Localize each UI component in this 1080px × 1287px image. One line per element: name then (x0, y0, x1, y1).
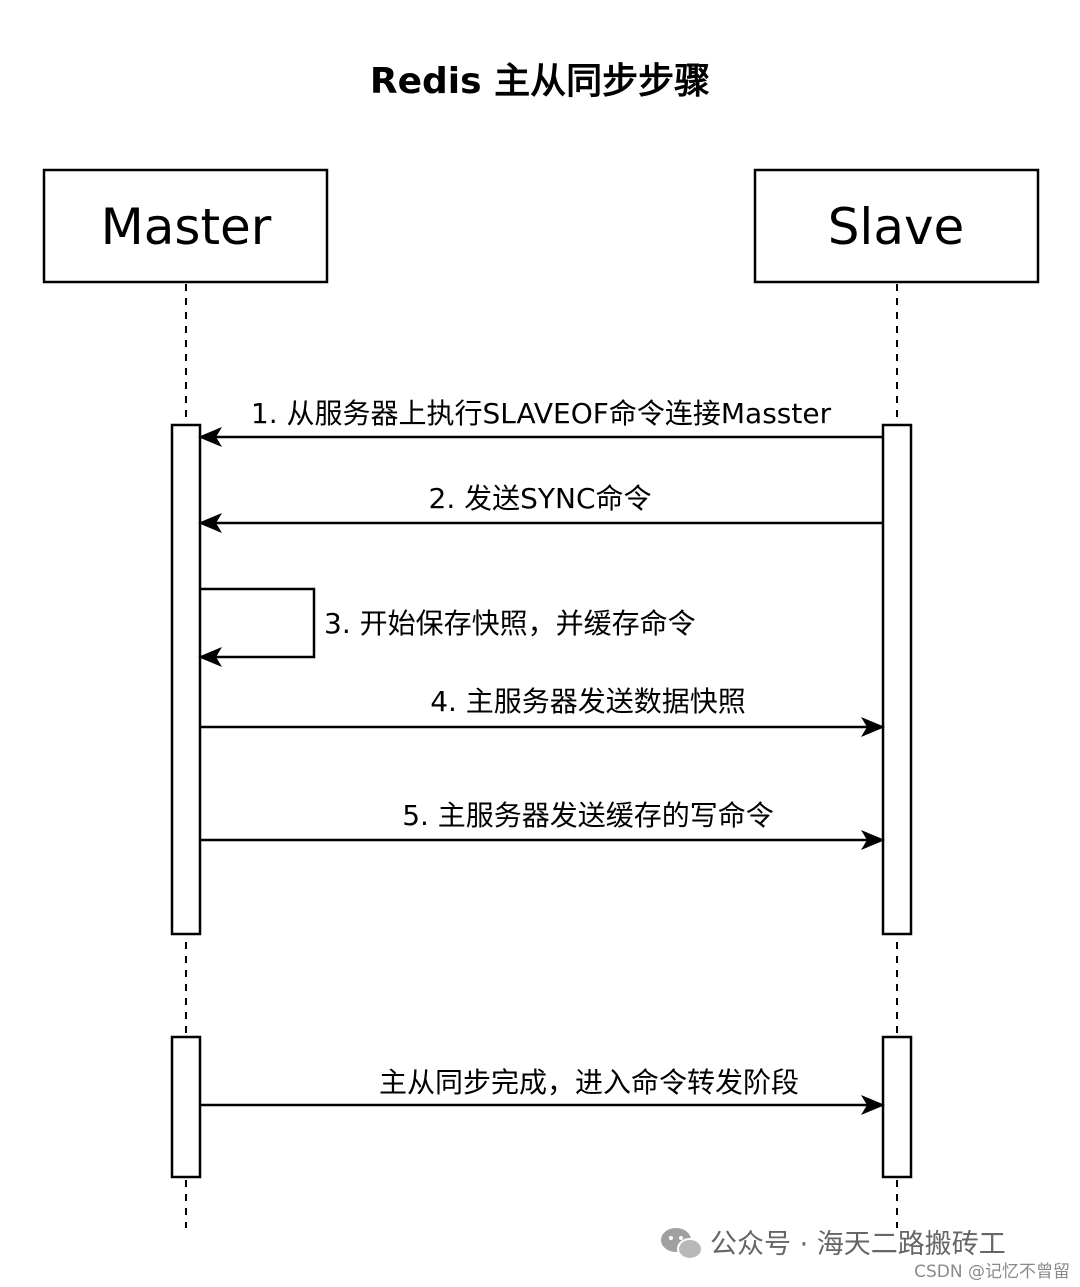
participant-slave-label: Slave (828, 198, 965, 256)
slave-activation-2 (881, 1035, 913, 1179)
watermark-site: CSDN @记忆不曾留 (914, 1262, 1070, 1282)
diagram-title: Redis 主从同步步骤 (370, 61, 710, 102)
message-3: 3. 开始保存快照，并缓存命令 (198, 587, 696, 667)
message-2-label: 2. 发送SYNC命令 (429, 482, 652, 515)
message-6: 主从同步完成，进入命令转发阶段 (200, 1066, 885, 1115)
message-5: 5. 主服务器发送缓存的写命令 (200, 799, 885, 850)
message-1: 1. 从服务器上执行SLAVEOF命令连接Masster (198, 397, 883, 447)
participant-slave: Slave (753, 168, 1040, 284)
message-3-label: 3. 开始保存快照，并缓存命令 (324, 607, 696, 640)
participant-master: Master (42, 168, 329, 284)
message-4-label: 4. 主服务器发送数据快照 (430, 685, 746, 718)
master-activation-1 (170, 423, 202, 936)
wechat-icon (661, 1228, 703, 1260)
message-4: 4. 主服务器发送数据快照 (200, 685, 885, 737)
watermark-account: 公众号 · 海天二路搬砖工 (710, 1229, 1006, 1260)
watermark: 公众号 · 海天二路搬砖工 CSDN @记忆不曾留 (661, 1228, 1070, 1282)
master-activation-2 (170, 1035, 202, 1179)
slave-activation-1 (881, 423, 913, 936)
message-3-arrow (198, 587, 316, 667)
message-1-label: 1. 从服务器上执行SLAVEOF命令连接Masster (251, 397, 832, 430)
participant-master-label: Master (101, 198, 272, 256)
message-2: 2. 发送SYNC命令 (198, 482, 883, 533)
message-6-label: 主从同步完成，进入命令转发阶段 (379, 1066, 799, 1099)
message-5-label: 5. 主服务器发送缓存的写命令 (402, 799, 774, 832)
